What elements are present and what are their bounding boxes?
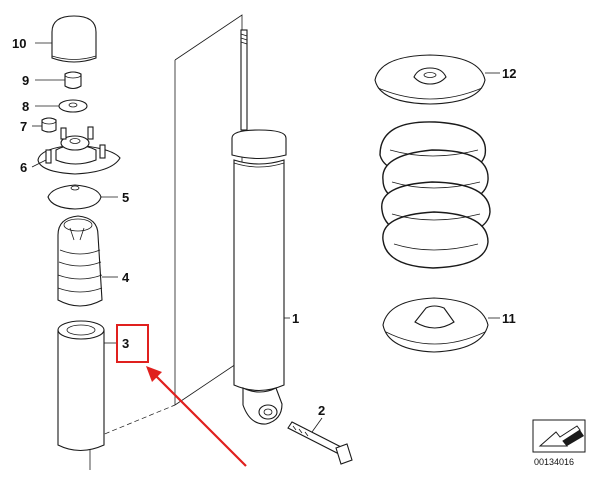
highlight-arrow-shaft [151, 371, 247, 467]
washer-part [47, 184, 102, 210]
label-part-4: 4 [122, 270, 130, 285]
label-part-5: 5 [122, 190, 129, 205]
label-part-11: 11 [502, 311, 516, 326]
label-part-10: 10 [12, 36, 26, 51]
bump-stop-part [57, 215, 103, 307]
bolt-part [287, 421, 353, 465]
leader-lines [31, 42, 500, 433]
protective-tube-part [57, 320, 105, 452]
label-part-1: 1 [292, 311, 299, 326]
label-part-2: 2 [318, 403, 325, 418]
label-part-7: 7 [20, 119, 27, 134]
lower-spring-pad-part [382, 297, 489, 353]
top-nut-part [64, 71, 82, 90]
cap-part [51, 15, 97, 63]
mounting-support-part [37, 126, 121, 175]
highlight-annotation [116, 324, 247, 467]
assembly-frame [89, 14, 243, 470]
shock-absorber-part [231, 29, 287, 425]
coil-spring-part [379, 121, 491, 269]
small-washer-part [58, 99, 88, 113]
nut-part [41, 117, 57, 133]
catalog-logo-icon [532, 419, 586, 453]
label-part-3: 3 [122, 336, 129, 351]
part-labels: 10 9 8 7 6 5 4 3 1 2 12 11 [12, 36, 516, 418]
label-part-8: 8 [22, 99, 29, 114]
document-id: 00134016 [534, 457, 574, 467]
upper-spring-pad-part [374, 54, 486, 105]
highlight-box [116, 324, 149, 363]
highlight-arrow-head [146, 366, 162, 382]
label-part-12: 12 [502, 66, 516, 81]
label-part-9: 9 [22, 73, 29, 88]
label-part-6: 6 [20, 160, 27, 175]
